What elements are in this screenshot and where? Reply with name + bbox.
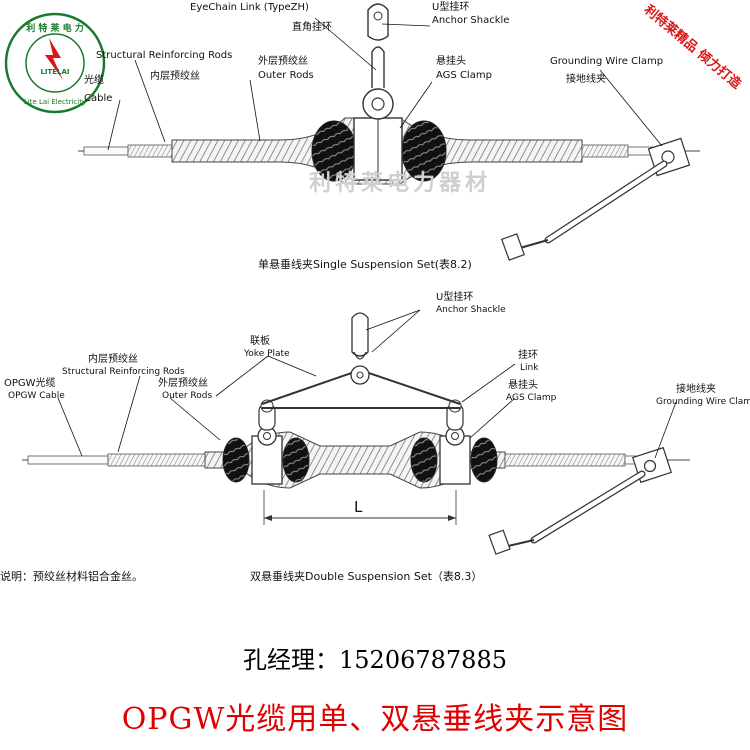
label-clamp-cn: 悬挂头 (436, 54, 466, 67)
rubber-insert (222, 437, 250, 483)
label-link-en: Link (520, 363, 539, 373)
label-cable-cn: 光缆 (84, 73, 104, 86)
label-ground-cn: 接地线夹 (566, 72, 606, 85)
label-eyechain: EyeChain Link (TypeZH) (190, 2, 309, 13)
label-opgw-en: OPGW Cable (8, 391, 65, 401)
label-cable-en: Cable (84, 93, 112, 104)
u-shackle (367, 3, 389, 41)
ground-terminal (488, 529, 511, 555)
single-labels (107, 17, 663, 151)
label-yoke-cn: 联板 (250, 334, 270, 347)
label-d-inner-en: Structural Reinforcing Rods (62, 367, 185, 377)
label-d-u-shackle-en: Anchor Shackle (436, 305, 506, 315)
label-d-ground-cn: 接地线夹 (676, 382, 716, 395)
label-d-ground-en: Grounding Wire Clamp (656, 397, 750, 407)
inner-rods (127, 144, 179, 158)
opgw-cable-end (27, 455, 109, 465)
contact-line: 孔经理：15206787885 (243, 646, 507, 674)
double-suspension-diagram (22, 312, 690, 555)
logo-text-bottom: Lite Lai Electricity (24, 98, 86, 106)
label-d-outer-cn: 外层预绞丝 (158, 376, 208, 389)
label-d-clamp-cn: 悬挂头 (508, 378, 538, 391)
double-labels (57, 309, 677, 459)
single-suspension-diagram (78, 3, 700, 261)
slogan-text: 利特莱精品 倾力打造 (641, 2, 745, 93)
label-u-shackle-en: Anchor Shackle (432, 15, 509, 26)
company-logo: LITELAI 利 特 莱 电 力 Lite Lai Electricity (4, 12, 106, 114)
label-u-shackle-cn: U型挂环 (432, 0, 469, 13)
label-outer-en: Outer Rods (258, 70, 314, 81)
label-opgw-cn: OPGW光缆 (4, 376, 56, 389)
caption-single: 单悬垂线夹Single Suspension Set(表8.2) (258, 257, 472, 271)
rubber-insert (470, 437, 498, 483)
label-link-cn: 挂环 (518, 348, 538, 361)
caption-double: 双悬垂线夹Double Suspension Set（表8.3） (250, 569, 482, 583)
label-d-inner-cn: 内层预绞丝 (88, 352, 138, 365)
label-eyechain-cn: 直角挂环 (292, 20, 332, 33)
ground-terminal (500, 233, 526, 261)
label-clamp-en: AGS Clamp (436, 70, 492, 81)
u-shackle (351, 312, 369, 357)
rubber-insert (282, 437, 310, 483)
dimension-label: L (354, 498, 363, 516)
label-d-u-shackle-cn: U型挂环 (436, 290, 473, 303)
logo-text-top: 利 特 莱 电 力 (25, 22, 84, 34)
page-title: OPGW光缆用单、双悬垂线夹示意图 (121, 702, 629, 737)
opgw-cable-end (83, 146, 129, 156)
inner-rods-right (581, 144, 629, 158)
label-inner-cn: 内层预绞丝 (150, 69, 200, 82)
note-text: 说明：预绞丝材料铝合金丝。 (0, 569, 143, 583)
watermark-text: 利特莱电力器材 (309, 170, 491, 196)
eyechain-link (371, 46, 385, 88)
label-outer-cn: 外层预绞丝 (258, 54, 308, 67)
logo-mark: LITELAI (40, 68, 69, 76)
label-yoke-en: Yoke Plate (243, 349, 290, 359)
label-structural-en: Structural Reinforcing Rods (96, 50, 232, 61)
label-d-clamp-en: AGS Clamp (506, 393, 557, 403)
label-ground-en: Grounding Wire Clamp (550, 56, 663, 67)
lightning-icon (45, 38, 63, 80)
label-d-outer-en: Outer Rods (162, 391, 212, 401)
rubber-insert (410, 437, 438, 483)
inner-rods-right (504, 453, 626, 467)
inner-rods (107, 453, 221, 467)
